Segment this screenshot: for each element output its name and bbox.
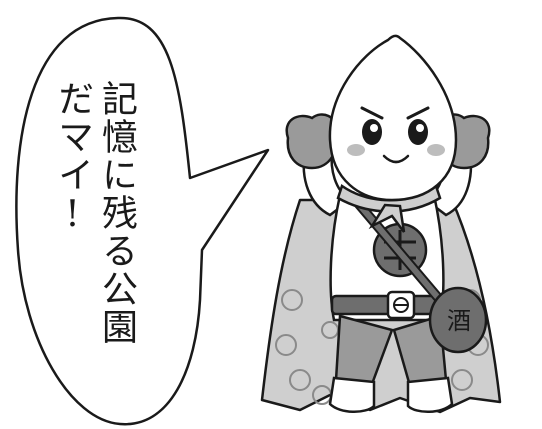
- bag-kanji: 酒: [447, 307, 471, 335]
- right-cheek: [427, 144, 445, 156]
- legs: [328, 314, 454, 413]
- head: [328, 34, 458, 202]
- speech-line-1: 記憶に残る公園: [96, 80, 137, 346]
- right-boot: [406, 376, 454, 413]
- left-eyebrow: [360, 106, 384, 120]
- speech-bubble: [15, 16, 270, 426]
- right-eye: [408, 119, 428, 145]
- left-cheek: [347, 144, 365, 156]
- mouth: [382, 154, 410, 164]
- right-eyebrow: [406, 106, 430, 120]
- speech-line-2: だマイ!: [52, 80, 93, 237]
- left-boot: [328, 376, 376, 413]
- left-arm: [285, 113, 353, 217]
- left-eye: [362, 119, 382, 145]
